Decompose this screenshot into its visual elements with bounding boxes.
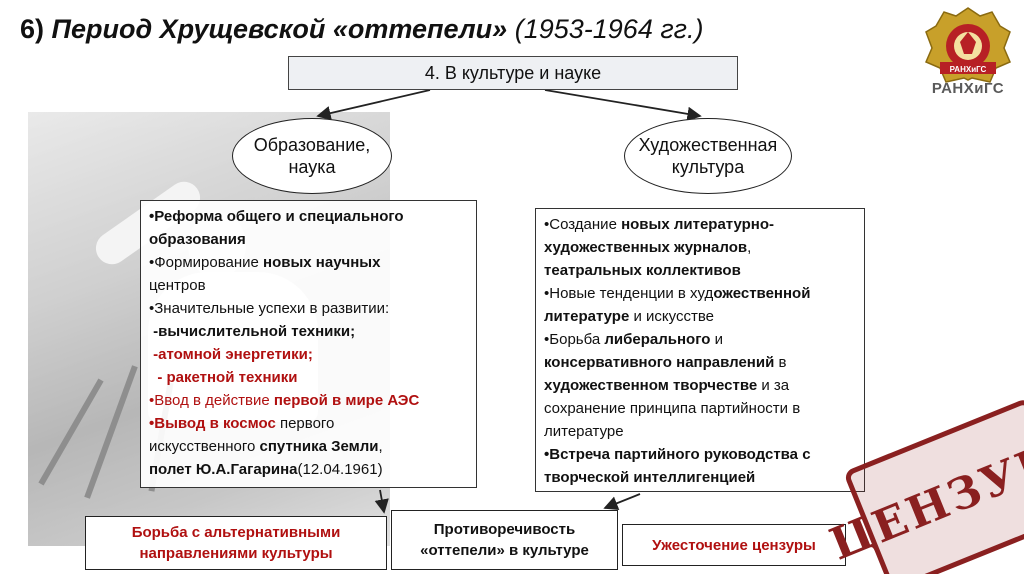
logo-text: РАНХиГС [931, 80, 1005, 97]
censorship-box: Ужесточение цензуры [622, 524, 846, 566]
list-line: центров [149, 277, 206, 294]
bottom-right-text: Ужесточение цензуры [652, 536, 816, 554]
list-line: , [747, 239, 752, 256]
list-line: полет Ю.А.Гагарина [149, 461, 298, 478]
list-line: •Формирование [149, 254, 264, 271]
list-line: -вычислительной техники; [149, 323, 356, 340]
alternative-culture-box: Борьба с альтернативными направлениями к… [85, 516, 387, 570]
list-line: и [710, 331, 723, 348]
ellipse-left-line1: Образование, [253, 135, 371, 155]
arrow-to-education [316, 89, 431, 121]
arrow-right-to-bottom [603, 493, 641, 511]
list-line: образования [149, 231, 246, 248]
list-line: спутника Земли [259, 438, 379, 455]
ellipse-right-line2: культура [671, 157, 745, 177]
list-line: •Новые тенденции в худ [544, 285, 714, 302]
list-line: литературе [544, 308, 630, 325]
ellipse-left-line2: наука [288, 157, 336, 177]
list-line: консервативного направлений [544, 354, 775, 371]
list-line: сохранение принципа партийности в [544, 400, 801, 417]
list-line: •Значительные успехи в развитии: [149, 300, 390, 317]
bottom-mid-line2: «оттепели» в культуре [420, 542, 589, 559]
list-line: •Борьба [544, 331, 605, 348]
list-line: искусственного [149, 438, 260, 455]
list-line: ожественной [713, 285, 811, 302]
arrow-to-art [544, 89, 702, 122]
art-culture-ellipse: Художественная культура [624, 118, 792, 194]
logo-banner-text: РАНХиГС [950, 65, 987, 74]
list-line: новых литературно- [621, 216, 775, 233]
list-line: первой в мире АЭС [273, 392, 420, 409]
list-line: художественном творчестве [544, 377, 758, 394]
list-line: художественных журналов [544, 239, 748, 256]
education-science-list: •Реформа общего и специального образован… [140, 200, 477, 488]
list-line: творческой интеллигенцией [544, 469, 756, 486]
list-line: - ракетной техники [149, 369, 298, 386]
list-line: •Вывод в космос [149, 415, 276, 432]
art-culture-list: •Создание новых литературно- художествен… [535, 208, 865, 492]
ellipse-right-line1: Художественная [638, 135, 778, 155]
topic-box: 4. В культуре и науке [288, 56, 738, 90]
list-line: и искусстве [629, 308, 714, 325]
list-line: (12.04.1961) [297, 461, 383, 478]
arrow-left-to-bottom [374, 489, 389, 514]
page-title: 6) Период Хрущевской «оттепели» (1953-19… [20, 14, 703, 45]
list-line: литературе [544, 423, 624, 440]
list-line: театральных коллективов [544, 262, 741, 279]
list-line: либерального [604, 331, 711, 348]
title-number: 6) [20, 14, 45, 44]
education-science-ellipse: Образование, наука [232, 118, 392, 194]
list-line: •Создание [544, 216, 622, 233]
thaw-contradiction-box: Противоречивость «оттепели» в культуре [391, 510, 618, 570]
title-years: (1953-1964 гг.) [514, 14, 704, 44]
bottom-mid-line1: Противоречивость [433, 521, 576, 538]
list-line: первого [275, 415, 335, 432]
bottom-left-line2: направлениями культуры [139, 545, 333, 562]
bottom-left-line1: Борьба с альтернативными [131, 524, 341, 541]
ranepa-logo: РАНХиГС [925, 7, 1011, 83]
list-line: новых научных [263, 254, 381, 271]
list-line: •Ввод в действие [149, 392, 274, 409]
title-main: Период Хрущевской «оттепели» [51, 14, 508, 44]
list-line: -атомной энергетики; [149, 346, 313, 363]
list-line: и за [757, 377, 790, 394]
list-line: •Встреча партийного руководства с [544, 446, 811, 463]
list-line: •Реформа общего и специального [149, 208, 404, 225]
list-line: в [774, 354, 787, 371]
list-line: , [378, 438, 383, 455]
